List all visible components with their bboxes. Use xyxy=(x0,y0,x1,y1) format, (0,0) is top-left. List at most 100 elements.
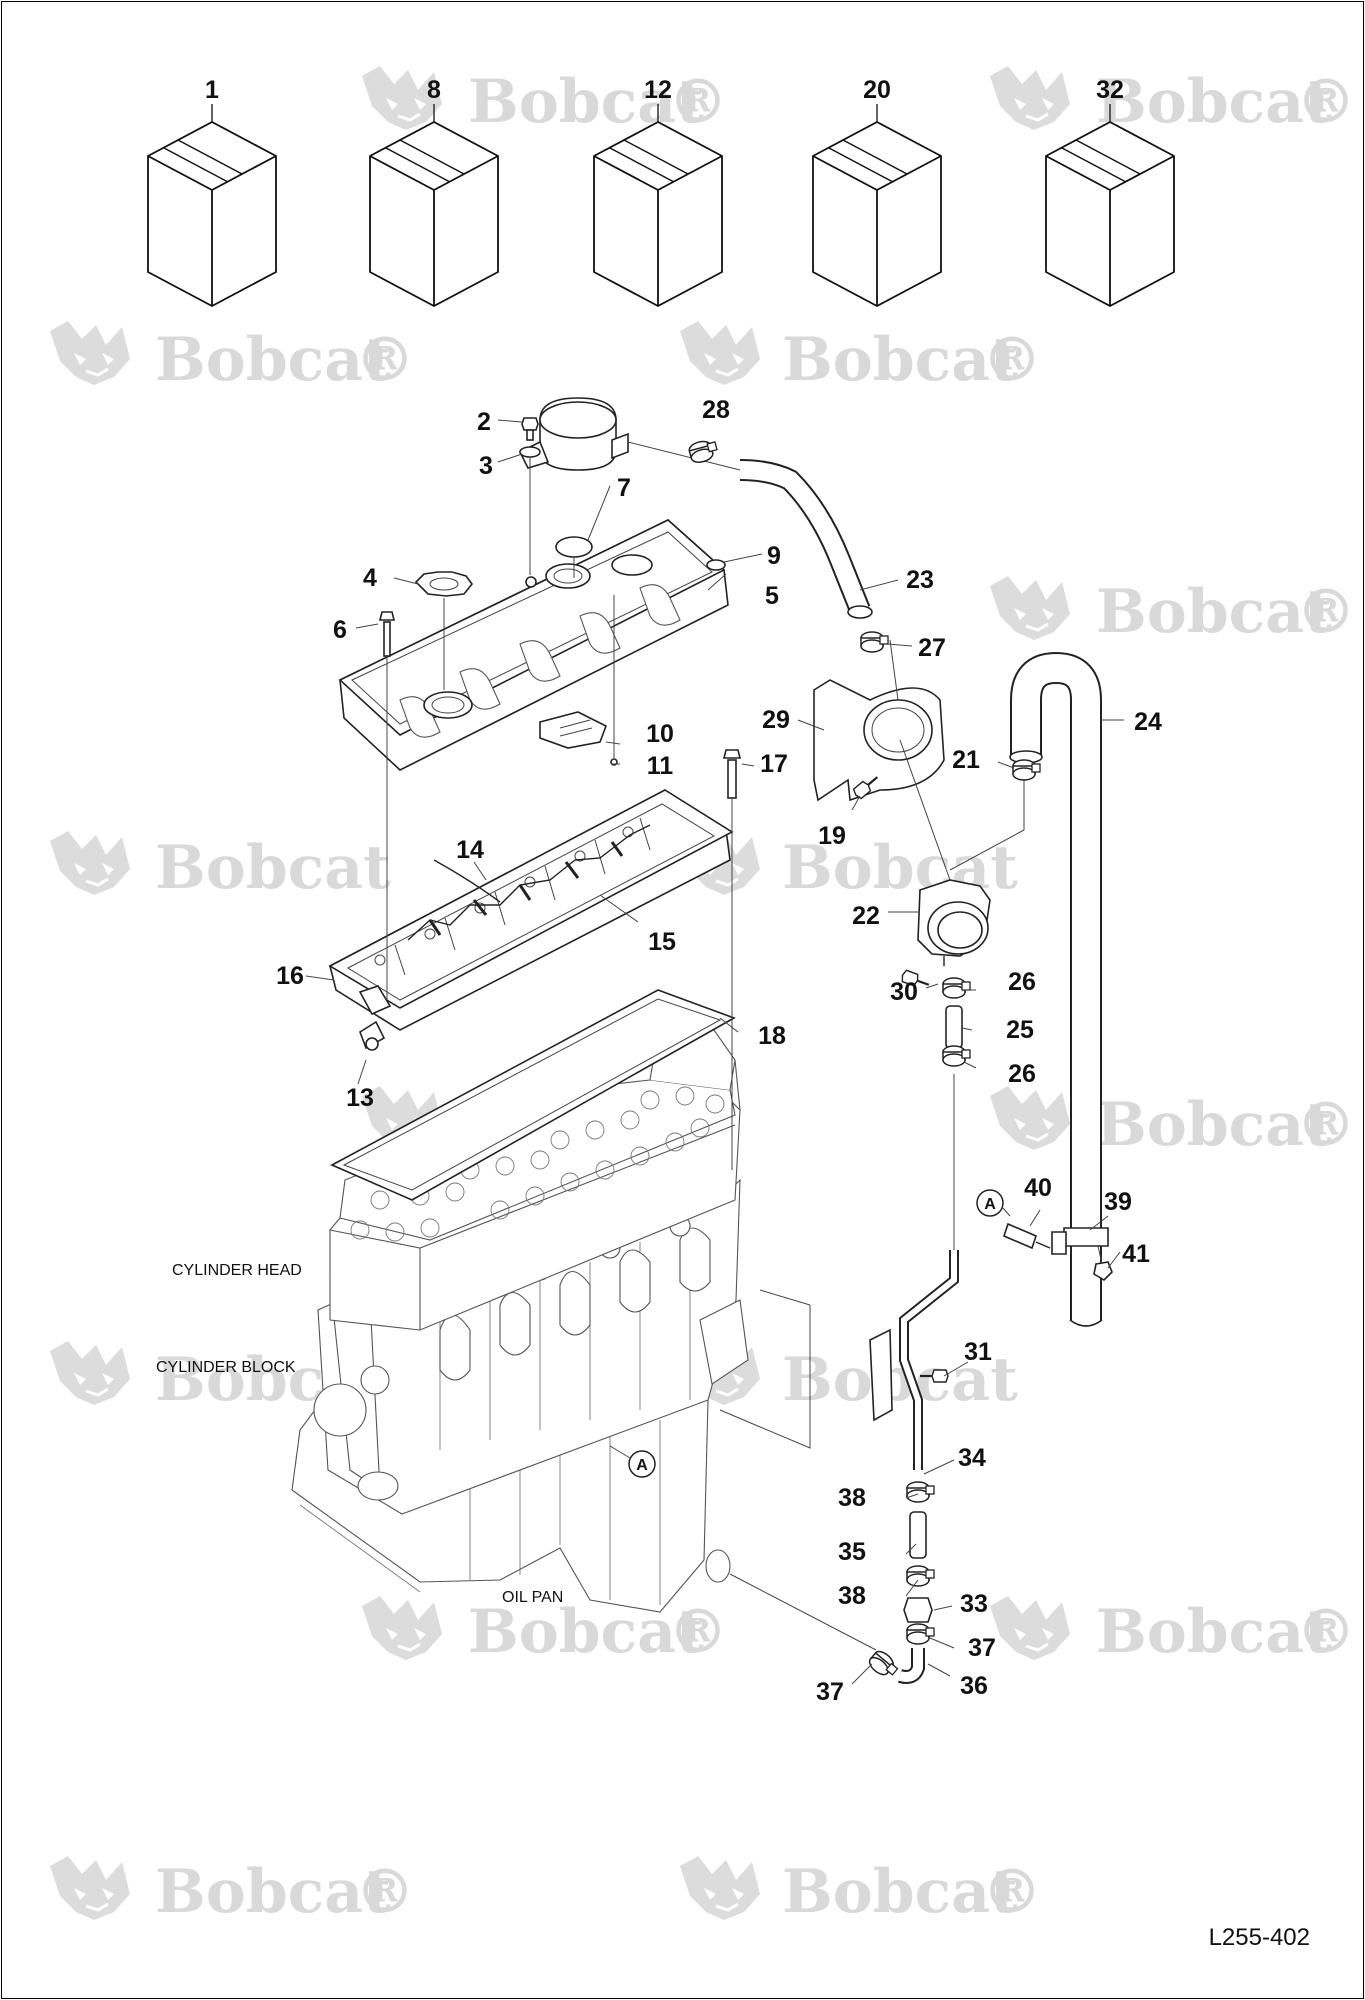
label-cylinder-block: CYLINDER BLOCK xyxy=(156,1359,296,1376)
callout-4: 4 xyxy=(363,564,377,592)
callout-16: 16 xyxy=(276,962,304,990)
leader-lines xyxy=(305,419,1124,1685)
kit-box-8: 8 xyxy=(369,76,499,307)
injector-harness xyxy=(428,841,624,936)
kit-box-32: 32 xyxy=(1045,76,1175,307)
svg-text:Bobcat: Bobcat xyxy=(782,325,1018,395)
svg-text:Bobcat: Bobcat xyxy=(155,325,391,395)
callout-17: 17 xyxy=(760,750,788,778)
callout-22: 22 xyxy=(852,902,880,930)
watermark-9: Bobcat® xyxy=(988,1084,1356,1160)
svg-text:®: ® xyxy=(355,325,415,395)
watermark-12: Bobcat® xyxy=(360,1594,728,1667)
hose-clamp-27 xyxy=(860,631,889,653)
reference-marker-a-block: A xyxy=(609,1445,656,1478)
callout-13: 13 xyxy=(346,1084,374,1112)
kit-label-20: 20 xyxy=(863,76,891,104)
hose-clamp-28 xyxy=(687,437,720,466)
rocker-housing xyxy=(328,789,734,1051)
kit-label-8: 8 xyxy=(427,76,441,104)
kit-box-20: 20 xyxy=(812,76,942,307)
callout-10: 10 xyxy=(646,720,674,748)
svg-text:Bobcat: Bobcat xyxy=(1096,1597,1332,1667)
svg-text:®: ® xyxy=(668,1597,728,1667)
callout-34: 34 xyxy=(958,1444,986,1472)
callout-35: 35 xyxy=(838,1538,866,1566)
clip-bolt xyxy=(1003,1222,1051,1250)
hose-clamp-38a xyxy=(906,1481,935,1503)
callout-28: 28 xyxy=(702,396,730,424)
kit-label-32: 32 xyxy=(1096,76,1124,104)
callout-15: 15 xyxy=(648,928,676,956)
callout-38-lower: 38 xyxy=(838,1582,866,1610)
drain-hose-35 xyxy=(909,1511,927,1559)
oil-filler-cap xyxy=(414,571,474,597)
head-gasket xyxy=(330,989,736,1201)
sealing-washer xyxy=(706,559,726,571)
svg-text:Bobcat: Bobcat xyxy=(1096,577,1332,647)
cover-seal xyxy=(539,711,618,766)
watermark-5: Bobcat® xyxy=(988,574,1356,647)
harness-connector xyxy=(359,1020,386,1051)
valve-cover xyxy=(338,519,729,771)
svg-text:Bobcat: Bobcat xyxy=(155,1857,391,1927)
stud-bolt xyxy=(722,749,742,799)
callout-3: 3 xyxy=(479,452,493,480)
callout-6: 6 xyxy=(333,616,347,644)
callout-31: 31 xyxy=(964,1338,992,1366)
watermark-3: Bobcat® xyxy=(48,319,415,395)
watermark-layer: Bobcat® Bobcat® Bobcat® Bobcat® Bobcat® … xyxy=(48,64,1356,1927)
cover-bolt xyxy=(378,611,396,657)
breather-washer xyxy=(519,446,541,458)
kit-label-1: 1 xyxy=(205,76,219,104)
callout-39: 39 xyxy=(1104,1188,1132,1216)
hose-clamp-37a xyxy=(906,1623,935,1645)
callout-2: 2 xyxy=(477,408,491,436)
callout-36: 36 xyxy=(960,1672,988,1700)
callout-38-upper: 38 xyxy=(838,1484,866,1512)
kit-label-12: 12 xyxy=(644,76,672,104)
breather-housing xyxy=(518,397,629,471)
callout-37-left: 37 xyxy=(816,1678,844,1706)
svg-text:®: ® xyxy=(982,1857,1042,1927)
tube-bracket xyxy=(869,1328,893,1422)
watermark-14: Bobcat® xyxy=(48,1854,415,1927)
check-valve xyxy=(903,1597,933,1623)
svg-text:A: A xyxy=(636,1457,648,1474)
callout-18: 18 xyxy=(758,1022,786,1050)
callout-25: 25 xyxy=(1006,1016,1034,1044)
callout-24: 24 xyxy=(1134,708,1162,736)
callout-labels: 2 3 28 7 9 4 5 6 23 27 29 24 10 11 17 21… xyxy=(276,396,1162,1706)
label-cylinder-head: CYLINDER HEAD xyxy=(172,1262,302,1279)
clip-nut xyxy=(1093,1261,1113,1282)
hose-clamp-21 xyxy=(1012,759,1041,781)
hose-clamp-38b xyxy=(906,1565,935,1587)
callout-21: 21 xyxy=(952,746,980,774)
callout-11: 11 xyxy=(647,752,674,780)
mounting-bracket xyxy=(813,679,945,802)
hose-clamp-26a xyxy=(942,977,971,999)
callout-14: 14 xyxy=(456,836,484,864)
callout-41: 41 xyxy=(1122,1240,1150,1268)
svg-text:Bobcat: Bobcat xyxy=(782,1857,1018,1927)
o-ring xyxy=(555,536,593,558)
watermark-4: Bobcat® xyxy=(678,319,1042,395)
harness-lead xyxy=(433,859,501,903)
kit-box-1: 1 xyxy=(147,76,277,307)
watermark-2: Bobcat® xyxy=(988,64,1356,137)
svg-text:®: ® xyxy=(1296,1597,1356,1667)
drain-hose-25 xyxy=(945,1005,963,1049)
svg-text:®: ® xyxy=(1296,577,1356,647)
watermark-15: Bobcat® xyxy=(678,1854,1042,1927)
callout-29: 29 xyxy=(762,706,790,734)
svg-text:Bobcat: Bobcat xyxy=(468,1597,704,1667)
drawing-id: L255-402 xyxy=(1209,1924,1310,1951)
svg-text:A: A xyxy=(984,1196,996,1213)
svg-text:®: ® xyxy=(982,325,1042,395)
kit-box-12: 12 xyxy=(593,76,723,307)
callout-26-upper: 26 xyxy=(1008,968,1036,996)
watermark-13: Bobcat® xyxy=(988,1594,1356,1667)
reference-marker-a-top: A xyxy=(976,1189,1011,1217)
watermark-6: Bobcat xyxy=(48,829,391,903)
